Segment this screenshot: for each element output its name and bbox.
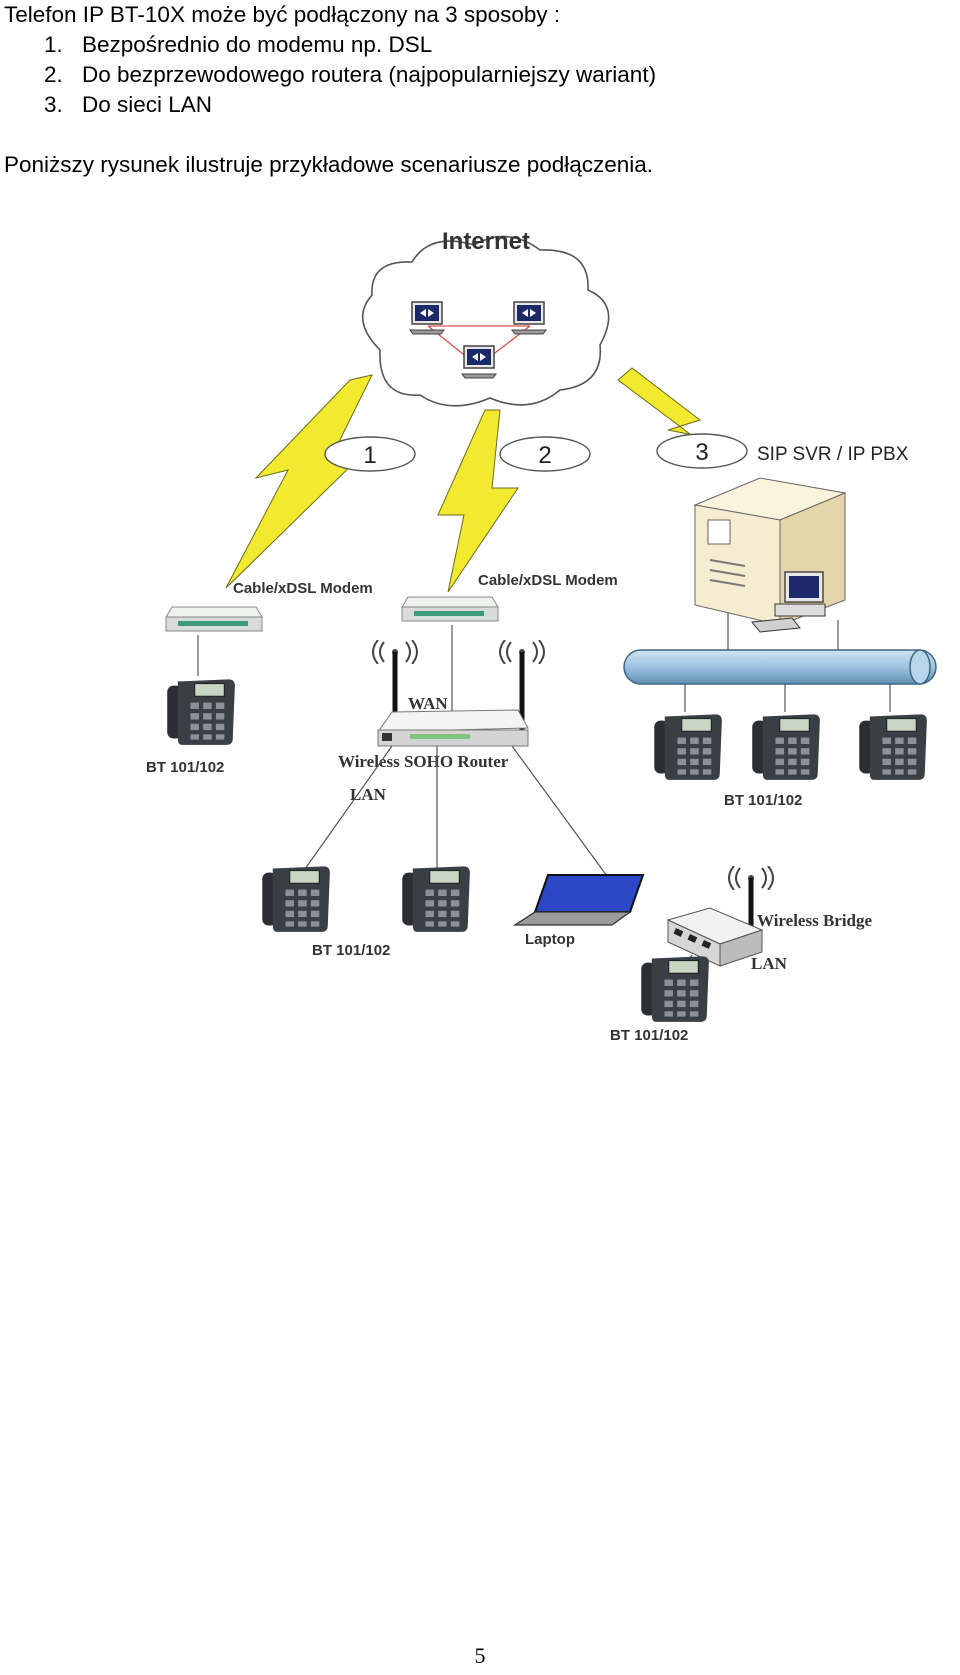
connection-lightning-2 [437, 409, 519, 593]
router-icon [377, 709, 529, 747]
phone-label-modem: BT 101/102 [146, 759, 224, 776]
ip-phone-icon [261, 865, 331, 933]
lan-label-router: LAN [350, 785, 387, 804]
ip-phone-icon [858, 713, 928, 781]
connection-number-3: 3 [656, 433, 748, 469]
list-text: Do sieci LAN [82, 92, 213, 117]
modem-label-2: Cable/xDSL Modem [478, 572, 618, 589]
phone-label-router-group: BT 101/102 [312, 942, 390, 959]
lan-network-pipe [623, 649, 937, 685]
router-label: Wireless SOHO Router [338, 752, 509, 771]
wireless-bridge-icon [666, 907, 764, 967]
server-label: SIP SVR / IP PBX [757, 444, 909, 465]
connection-number-2: 2 [499, 436, 591, 472]
phone-label-bridge: BT 101/102 [610, 1027, 688, 1044]
list-number: 3. [44, 92, 63, 117]
svg-text:1: 1 [363, 442, 376, 469]
list-item: 1. Bezpośrednio do modemu np. DSL [4, 30, 656, 60]
internet-label: Internet [442, 228, 530, 255]
svg-text:2: 2 [538, 442, 551, 469]
server-icon [693, 477, 847, 626]
connection-number-1: 1 [324, 436, 416, 472]
wan-label: WAN [408, 694, 448, 713]
document-text: Telefon IP BT-10X może być podłączony na… [4, 0, 656, 180]
list-number: 2. [44, 62, 63, 87]
connection-lightning-3 [617, 367, 746, 447]
laptop-label: Laptop [525, 931, 575, 948]
ip-phone-icon [640, 955, 710, 1023]
ip-phone-icon [401, 865, 471, 933]
bridge-label: Wireless Bridge [757, 911, 873, 930]
modem-icon [165, 606, 263, 632]
list-number: 1. [44, 32, 63, 57]
connection-lightning-1 [225, 374, 373, 589]
list-text: Bezpośrednio do modemu np. DSL [82, 32, 433, 57]
laptop-icon [512, 874, 645, 926]
ip-phone-icon [653, 713, 723, 781]
figure-caption: Poniższy rysunek ilustruje przykładowe s… [4, 152, 654, 177]
ip-phone-icon [751, 713, 821, 781]
connection-options-list: 1. Bezpośrednio do modemu np. DSL 2. Do be… [4, 30, 656, 120]
lan-label-bridge: LAN [751, 954, 788, 973]
list-text: Do bezprzewodowego routera (najpopularni… [82, 62, 657, 87]
workstation-icon [751, 571, 826, 633]
list-item: 3. Do sieci LAN [4, 90, 656, 120]
internet-cloud [361, 235, 610, 407]
network-diagram: Internet 1 2 3 SIP SVR / IP PBX [146, 228, 937, 1044]
list-item: 2. Do bezprzewodowego routera (najpopular… [4, 60, 656, 90]
phone-label-lan-group: BT 101/102 [724, 792, 802, 809]
page-number: 5 [474, 1643, 486, 1668]
intro-line: Telefon IP BT-10X może być podłączony na… [4, 2, 561, 27]
ip-phone-icon [166, 678, 236, 746]
svg-text:3: 3 [695, 439, 708, 466]
modem-icon [401, 596, 499, 622]
modem-label-1: Cable/xDSL Modem [233, 580, 373, 597]
